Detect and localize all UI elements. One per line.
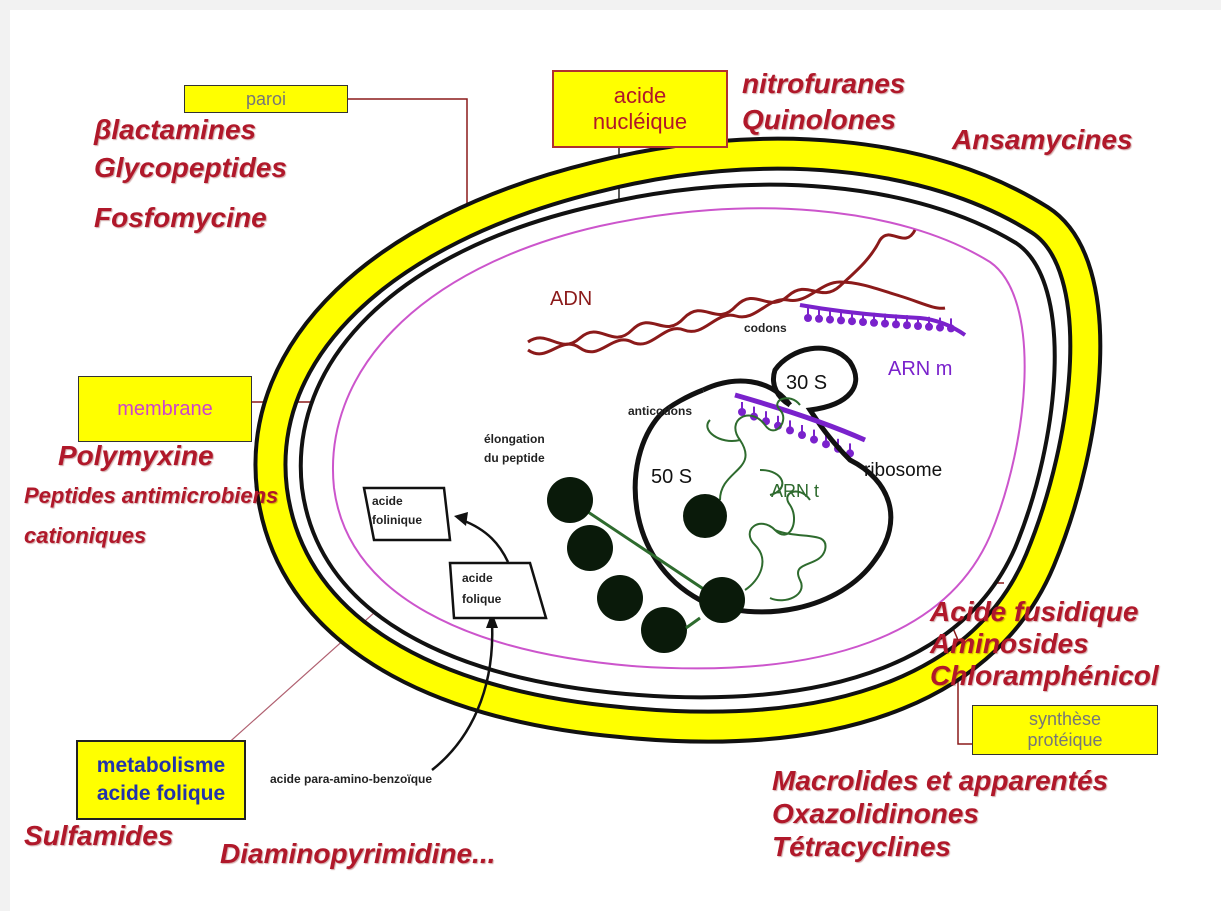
arn-m-label: ARN m	[888, 358, 952, 381]
elongation-label-1: élongation	[484, 432, 545, 446]
drug-macrolides: Macrolides et apparentés	[772, 765, 1108, 797]
synthese-label-2: protéique	[1027, 730, 1102, 751]
drug-blactamines: βlactamines	[94, 114, 256, 146]
s50-label: 50 S	[651, 466, 692, 489]
drug-peptides-antimicrobiens: Peptides antimicrobiens	[24, 483, 278, 509]
acide-folinique-label-2: folinique	[372, 513, 422, 527]
acide-nucleique-label-2: nucléique	[593, 109, 687, 135]
drug-chloramphenicol: Chloramphénicol	[930, 660, 1159, 692]
paroi-box: paroi	[184, 85, 348, 113]
drug-ansamycines: Ansamycines	[952, 124, 1133, 156]
acide-folique-label-2: folique	[462, 592, 501, 606]
adn-label: ADN	[550, 288, 592, 311]
metabolisme-box: metabolisme acide folique	[76, 740, 246, 820]
drug-nitrofuranes: nitrofuranes	[742, 68, 905, 100]
paroi-label: paroi	[246, 89, 286, 110]
anticodons-label: anticodons	[628, 404, 692, 418]
membrane-box: membrane	[78, 376, 252, 442]
drug-sulfamides: Sulfamides	[24, 820, 173, 852]
drug-acide-fusidique: Acide fusidique	[930, 596, 1138, 628]
membrane-label: membrane	[117, 398, 213, 421]
elongation-label-2: du peptide	[484, 451, 545, 465]
drug-polymyxine: Polymyxine	[58, 440, 214, 472]
metabolisme-label-2: acide folique	[97, 780, 225, 808]
arn-t-label: ARN t	[771, 481, 819, 502]
metabolisme-label-1: metabolisme	[97, 752, 225, 780]
s30-label: 30 S	[786, 372, 827, 395]
drug-cationiques: cationiques	[24, 523, 146, 549]
drug-quinolones: Quinolones	[742, 104, 896, 136]
drug-oxazolidinones: Oxazolidinones	[772, 798, 979, 830]
paba-label: acide para-amino-benzoïque	[270, 772, 432, 786]
synthese-box: synthèse protéique	[972, 705, 1158, 755]
codons-label: codons	[744, 321, 787, 335]
acide-folinique-label-1: acide	[372, 494, 403, 508]
drug-aminosides: Aminosides	[930, 628, 1089, 660]
synthese-label-1: synthèse	[1029, 709, 1101, 730]
acide-nucleique-box: acide nucléique	[552, 70, 728, 148]
drug-diaminopyrimidine: Diaminopyrimidine...	[220, 838, 495, 870]
ribosome-label: ribosome	[864, 460, 942, 482]
drug-tetracyclines: Tétracyclines	[772, 831, 951, 863]
drug-fosfomycine: Fosfomycine	[94, 202, 267, 234]
acide-nucleique-label-1: acide	[614, 83, 667, 109]
drug-glycopeptides: Glycopeptides	[94, 152, 287, 184]
leader-line-paroi	[348, 99, 467, 225]
acide-folique-label-1: acide	[462, 571, 493, 585]
